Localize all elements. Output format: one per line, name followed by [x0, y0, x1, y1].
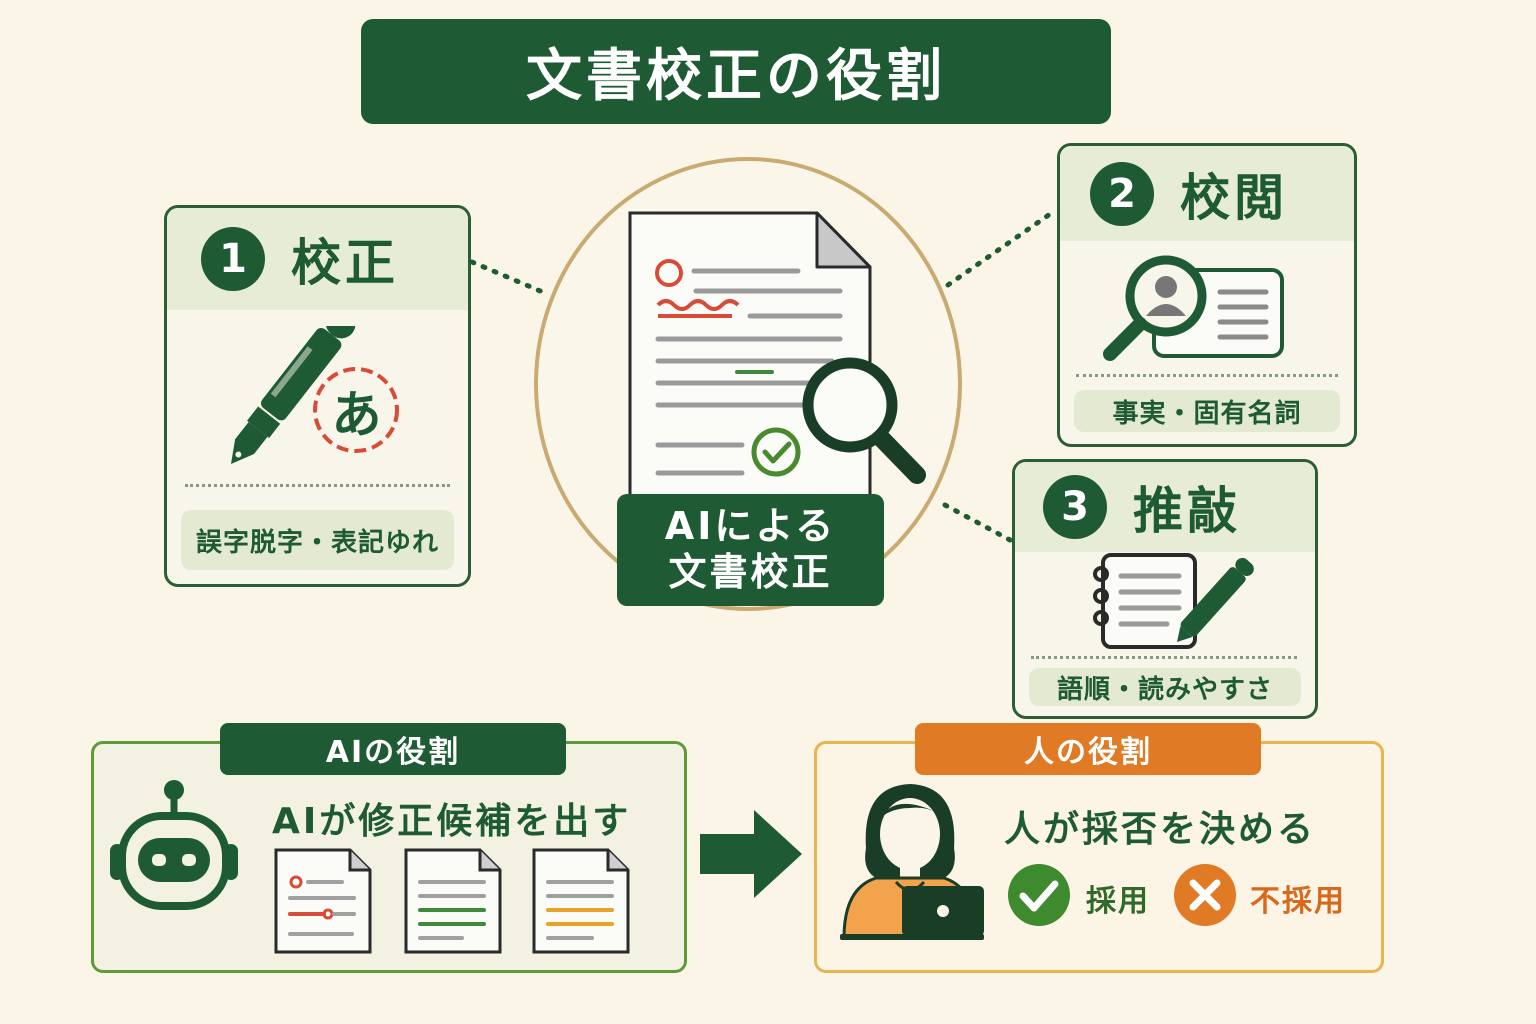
- card-label: 事実・固有名詞: [1074, 390, 1340, 432]
- document-icon-red-marks: [274, 848, 372, 954]
- hiragana-glyph: あ: [331, 385, 382, 444]
- card-title: 校正: [291, 234, 399, 292]
- center-label: AIによる 文書校正: [617, 494, 884, 606]
- divider: [1076, 374, 1338, 377]
- id-card-magnifier-icon: [1103, 255, 1284, 361]
- card-proofreading: 1 校正 あ 誤字脱字・表記ゆれ: [164, 205, 471, 587]
- card-fact-check: 2 校閲 事実・固有名詞: [1057, 143, 1357, 447]
- accept-label: 採用: [1086, 884, 1150, 919]
- wavy-underline-icon: [656, 299, 740, 311]
- human-role-text: 人が採否を決める: [1004, 809, 1317, 850]
- card-title: 推敲: [1133, 482, 1241, 540]
- connector-line-1: [469, 259, 548, 296]
- check-icon: [751, 427, 801, 477]
- divider: [1031, 656, 1297, 659]
- magnifier-icon: [802, 357, 926, 484]
- robot-icon: [110, 780, 238, 910]
- card-header: 3 推敲: [1015, 462, 1315, 552]
- page-title: 文書校正の役割: [526, 44, 946, 109]
- card-header: 2 校閲: [1060, 146, 1354, 241]
- document-icon-green-marks: [404, 848, 502, 954]
- card-title: 校閲: [1180, 168, 1288, 227]
- divider: [185, 484, 450, 487]
- arrow-right-icon: [700, 810, 802, 898]
- card-header: 1 校正: [167, 208, 468, 310]
- number-badge: 2: [1090, 161, 1154, 226]
- reject-x-icon: [1174, 864, 1236, 926]
- reject-label: 不採用: [1250, 884, 1346, 919]
- human-role-tag: 人の役割: [915, 723, 1261, 775]
- hiragana-circle-icon: [313, 367, 399, 453]
- circle-mark-icon: [655, 259, 683, 287]
- connector-line-2: [945, 209, 1056, 288]
- connector-line-3: [942, 502, 1013, 543]
- number-badge: 1: [201, 227, 265, 291]
- person-laptop-icon: [840, 784, 984, 940]
- page-title-bar: 文書校正の役割: [361, 19, 1111, 124]
- number-badge: 3: [1043, 475, 1107, 539]
- accept-check-icon: [1008, 864, 1070, 926]
- card-polish: 3 推敲 語順・読みやすさ: [1012, 459, 1318, 719]
- document-icon-orange-marks: [532, 848, 630, 954]
- notebook-pen-icon: [1093, 553, 1254, 649]
- card-label: 誤字脱字・表記ゆれ: [181, 510, 454, 570]
- ai-role-text: AIが修正候補を出す: [272, 801, 632, 842]
- center-label-line2: 文書校正: [668, 550, 833, 594]
- document-candidates: [274, 848, 630, 954]
- ai-role-tag: AIの役割: [220, 723, 566, 775]
- center-label-line1: AIによる: [664, 504, 837, 549]
- pen-icon: [231, 326, 356, 464]
- card-label: 語順・読みやすさ: [1029, 668, 1301, 706]
